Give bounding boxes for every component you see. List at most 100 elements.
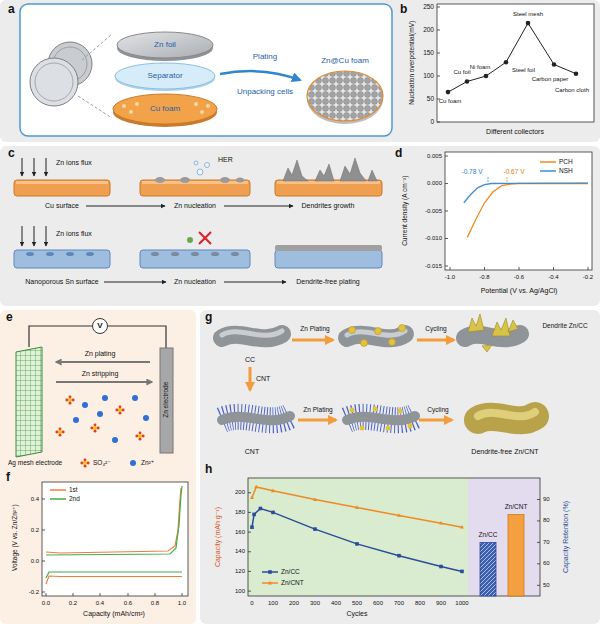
axis-title: Cycles — [346, 610, 367, 618]
axis-title: Different collectors — [486, 128, 544, 136]
part-label: Zn ions flux — [56, 159, 92, 167]
tick-label: 900 — [436, 600, 446, 607]
overpotential-chart-part-part — [526, 21, 531, 26]
legend-text: SO₄²⁻ — [93, 459, 111, 466]
plating-cell-illustration-part — [56, 361, 150, 363]
tick-label: 1.0 — [178, 600, 186, 607]
polarization-chart-part-part — [445, 183, 448, 184]
point-label: Steel mesh — [513, 11, 543, 18]
nucleation-schematic-part — [187, 237, 193, 243]
part-label: Dendrite Zn/CC — [542, 322, 587, 329]
nucleation-schematic-part-part — [22, 226, 23, 246]
part-label: CC — [245, 356, 255, 364]
part-label: Zn@Cu foam — [321, 56, 369, 65]
carbon-cloth-schematic-part — [478, 412, 535, 416]
tick-label: -0.010 — [425, 235, 442, 242]
part-label: Zn nucleation — [174, 202, 216, 210]
onset-annotation: -0.78 V — [462, 168, 483, 175]
nucleation-schematic-part-part — [224, 206, 293, 207]
cycling-chart-part — [252, 509, 462, 572]
legend-text: 1st — [69, 486, 78, 493]
legend-swatch — [50, 486, 66, 494]
nucleation-schematic-part-part — [66, 252, 74, 256]
overpotential-chart-part-part — [552, 62, 557, 67]
carbon-cloth-schematic-part-part — [375, 328, 382, 335]
overpotential-chart-part-part — [437, 7, 440, 8]
cycling-chart-part-part — [397, 513, 401, 517]
tick-label: 0 — [250, 600, 253, 607]
nucleation-schematic-part-part — [151, 252, 159, 256]
cycling-chart-part-part — [313, 497, 317, 501]
overpotential-chart-part-part — [574, 71, 579, 76]
tick-label: 0.005 — [427, 153, 442, 160]
tick-label: -0.005 — [425, 208, 442, 215]
overpotential-chart-part-part — [437, 122, 440, 123]
cycling-chart-part — [248, 478, 540, 596]
cycling-chart-part-part — [254, 485, 258, 489]
tick-label: -0.4 — [548, 274, 558, 281]
part-label: Cu surface — [45, 202, 79, 210]
tick-label: -0.2 — [583, 274, 593, 281]
plating-cell-illustration-part-part — [143, 415, 149, 421]
nucleation-schematic-part-part — [172, 253, 178, 256]
nucleation-schematic-part — [140, 180, 250, 196]
tick-label: 0.000 — [427, 180, 442, 187]
legend-marker — [268, 581, 272, 585]
legend-entry: 2nd — [50, 495, 80, 503]
overpotential-chart-part — [446, 21, 579, 95]
legend-swatch — [540, 167, 556, 175]
cycling-chart-part — [508, 515, 524, 597]
polarization-chart — [445, 152, 592, 270]
carbon-cloth-schematic-part-part — [398, 409, 403, 414]
overpotential-chart — [437, 4, 594, 122]
part-label: Ag mesh electrode — [8, 459, 62, 466]
legend-text: PCH — [559, 158, 573, 165]
tick-label: 70 — [543, 539, 550, 546]
cycling-chart-part-part — [248, 532, 251, 533]
legend-entry: Zn/CC — [262, 568, 300, 576]
nucleation-schematic-part-part — [368, 170, 377, 181]
tick-label: 600 — [373, 600, 383, 607]
polarization-chart-part — [445, 156, 588, 270]
cell-assembly-illustration-part — [20, 4, 392, 136]
carbon-cloth-schematic-part-part — [508, 320, 518, 332]
cycling-chart-part-part — [355, 505, 359, 509]
polarization-chart-part-part — [445, 156, 448, 157]
carbon-cloth-schematic-part-part — [350, 408, 355, 413]
nucleation-schematic-part — [275, 180, 382, 196]
carbon-cloth-schematic-part-part — [389, 339, 396, 346]
carbon-cloth-schematic-part-part — [492, 318, 510, 336]
cycling-chart-part-part — [252, 513, 256, 517]
part-label: Dendrite-free plating — [296, 278, 359, 286]
part-label: Nanoporous Sn surface — [25, 278, 99, 286]
nucleation-schematic-part-part — [34, 158, 35, 176]
cell-assembly-illustration-part — [30, 58, 78, 106]
panel-letter: a — [8, 3, 15, 17]
voltage-chart-part — [46, 486, 182, 555]
tick-label: 50 — [543, 582, 550, 589]
cycling-chart-part-part — [248, 591, 251, 592]
cycling-chart-part — [250, 485, 464, 529]
legend-text: Zn/CNT — [281, 579, 304, 586]
nucleation-schematic-part-part — [194, 161, 198, 165]
carbon-cloth-schematic-part — [347, 416, 415, 420]
carbon-cloth-schematic-part — [250, 340, 454, 420]
tick-label: 160 — [235, 529, 245, 536]
cycling-chart-part — [252, 487, 462, 527]
overpotential-chart-part — [448, 23, 576, 92]
nucleation-schematic-part-part — [155, 177, 165, 183]
tick-label: 80 — [543, 517, 550, 524]
plating-cell-illustration-part-part — [82, 402, 88, 408]
part-label: Zn foil — [154, 40, 176, 49]
polarization-chart-part — [488, 177, 489, 183]
nucleation-schematic-part — [14, 180, 110, 196]
legend-line — [50, 489, 66, 491]
cell-assembly-illustration-part — [220, 71, 300, 80]
part-label: HER — [218, 156, 233, 164]
nucleation-schematic-part-part — [34, 226, 35, 246]
part-label: Cycling — [425, 325, 446, 332]
legend-marker — [268, 570, 272, 574]
voltage-chart-part-part — [182, 593, 183, 596]
legend-text: Zn/CC — [281, 568, 300, 575]
point-label: Carbon cloth — [555, 87, 589, 94]
